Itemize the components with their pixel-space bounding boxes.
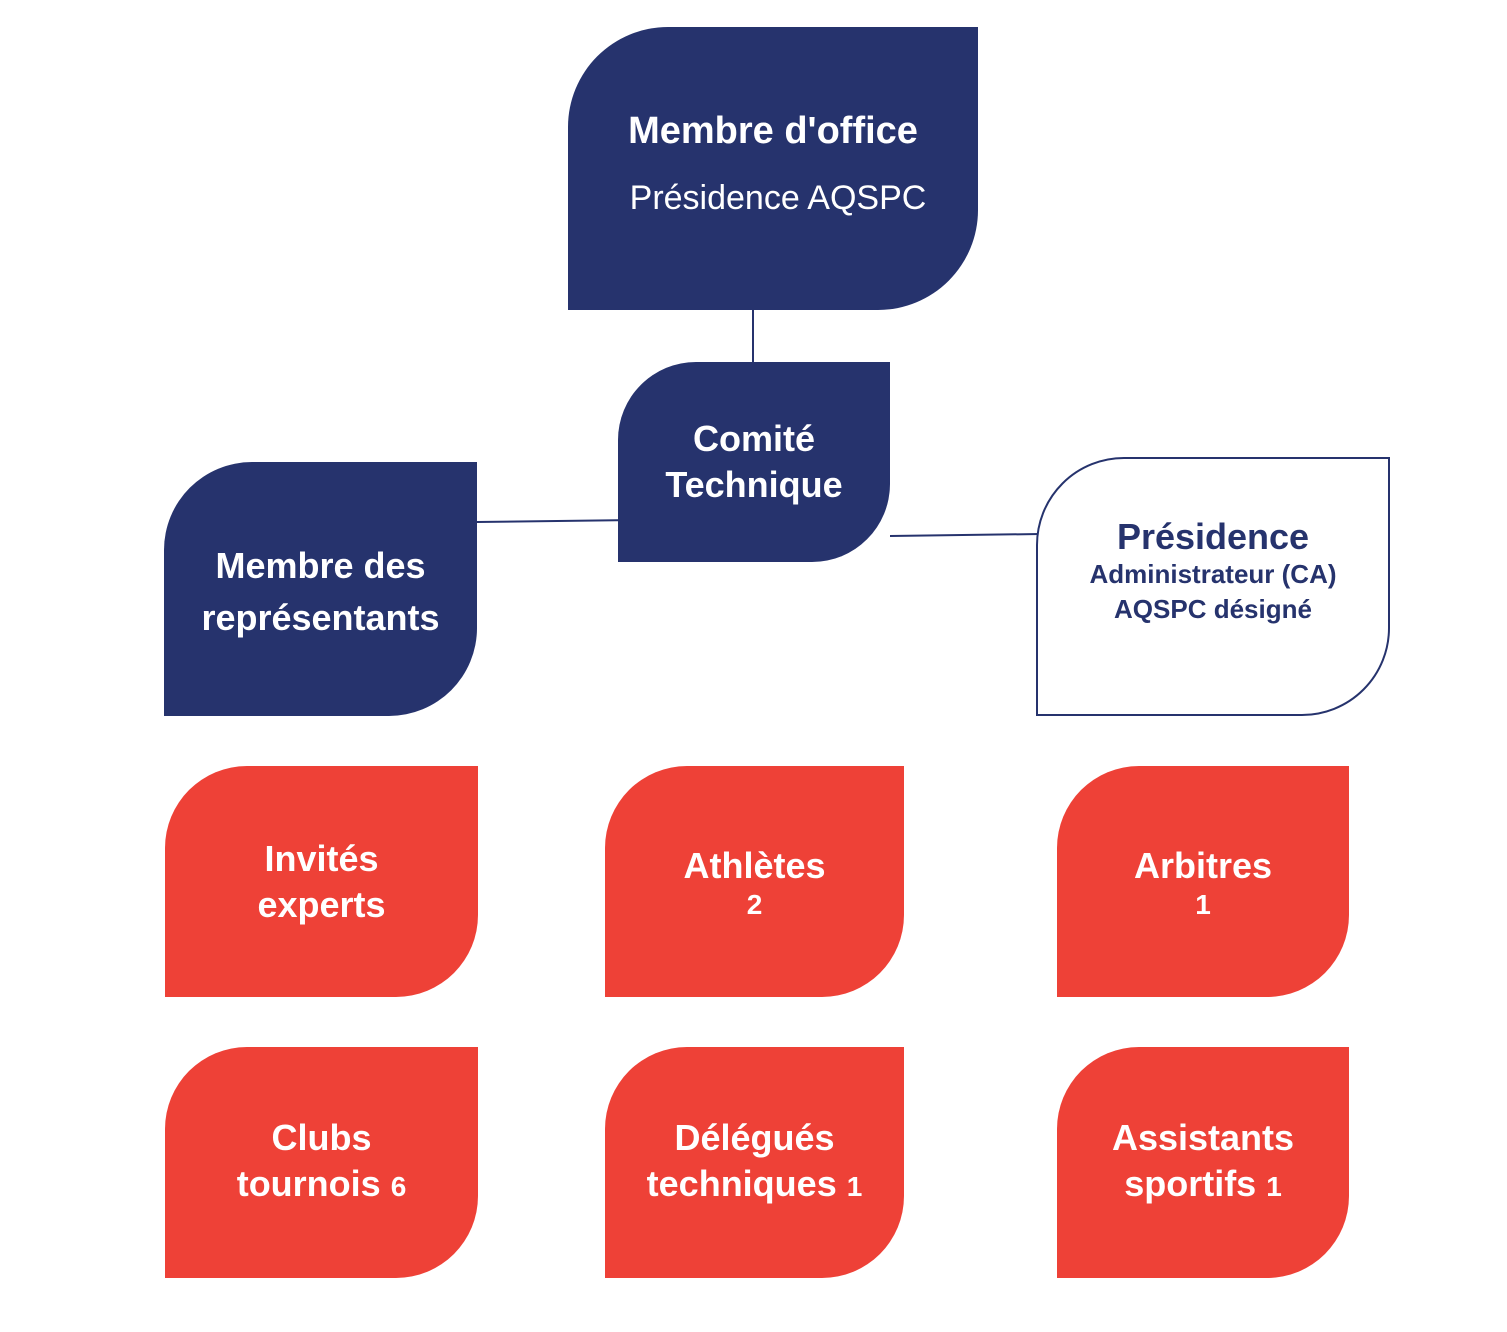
node-comite-technique: Comité Technique bbox=[618, 362, 890, 562]
card-clubs-tournois-line2: tournois bbox=[236, 1163, 381, 1204]
card-delegues-techniques-line2: techniques bbox=[646, 1163, 837, 1204]
card-clubs-tournois: Clubs tournois 6 bbox=[165, 1047, 478, 1278]
card-clubs-tournois-count: 6 bbox=[390, 1171, 407, 1202]
card-delegues-techniques-count: 1 bbox=[846, 1171, 863, 1202]
card-athletes: Athlètes 2 bbox=[605, 766, 904, 997]
node-comite-technique-line1: Comité bbox=[692, 418, 815, 459]
node-membre-representants-line1: Membre des bbox=[215, 545, 426, 586]
connector-comite-representants bbox=[476, 519, 641, 523]
card-athletes-label: Athlètes bbox=[683, 844, 826, 886]
card-clubs-tournois-line2-wrap: tournois 6 bbox=[237, 1161, 407, 1210]
card-invites-experts-line2: experts bbox=[257, 883, 386, 925]
card-athletes-count: 2 bbox=[746, 888, 763, 920]
connector-comite-presidence bbox=[889, 533, 1041, 537]
card-arbitres-label: Arbitres bbox=[1133, 844, 1273, 886]
node-membre-office: Membre d'office Présidence AQSPC bbox=[568, 27, 978, 310]
card-assistants-sportifs-line1: Assistants bbox=[1111, 1117, 1295, 1158]
card-invites-experts: Invités experts bbox=[165, 766, 478, 997]
node-membre-representants: Membre des représentants bbox=[164, 462, 477, 716]
card-invites-experts-line1: Invités bbox=[264, 837, 379, 879]
card-arbitres: Arbitres 1 bbox=[1057, 766, 1349, 997]
card-assistants-sportifs-count: 1 bbox=[1266, 1171, 1282, 1202]
card-assistants-sportifs-line2-wrap: sportifs 1 bbox=[1124, 1161, 1282, 1210]
node-presidence-line1: Administrateur (CA) bbox=[1089, 558, 1337, 589]
card-delegues-techniques: Délégués techniques 1 bbox=[605, 1047, 904, 1278]
node-membre-representants-line2: représentants bbox=[201, 597, 440, 638]
card-assistants-sportifs: Assistants sportifs 1 bbox=[1057, 1047, 1349, 1278]
node-membre-office-subtitle: Présidence AQSPC bbox=[629, 178, 927, 217]
node-membre-office-title: Membre d'office bbox=[628, 110, 918, 153]
node-presidence-line2: AQSPC désigné bbox=[1114, 593, 1312, 624]
card-delegues-techniques-line2-wrap: techniques 1 bbox=[647, 1161, 863, 1210]
card-assistants-sportifs-line2: sportifs bbox=[1124, 1163, 1257, 1204]
card-delegues-techniques-line1: Délégués bbox=[674, 1117, 835, 1158]
node-presidence: Présidence Administrateur (CA) AQSPC dés… bbox=[1036, 457, 1390, 716]
card-arbitres-count: 1 bbox=[1195, 888, 1211, 920]
node-presidence-title: Présidence bbox=[1116, 515, 1310, 557]
card-clubs-tournois-line1: Clubs bbox=[271, 1117, 372, 1158]
node-comite-technique-line2: Technique bbox=[665, 464, 843, 505]
